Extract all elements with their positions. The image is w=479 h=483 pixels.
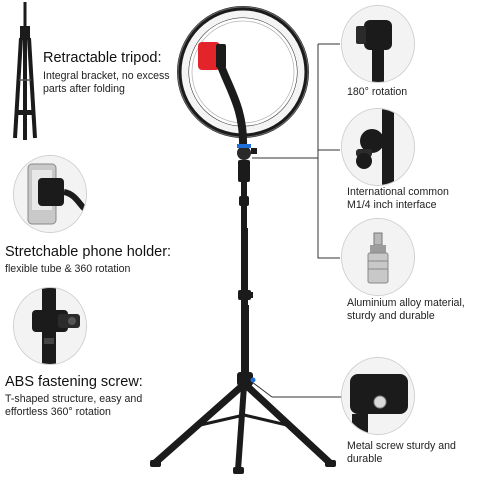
tripod-feet — [150, 460, 336, 474]
phone-clip — [198, 42, 226, 70]
tripod-title: Retractable tripod: — [43, 50, 162, 66]
fastening-screw-title: ABS fastening screw: — [5, 374, 143, 390]
alloy-desc: Aluminium alloy material, sturdy and dur… — [347, 297, 465, 322]
telescopic-pole — [237, 180, 256, 386]
folded-tripod-image — [13, 2, 37, 140]
metal-screw-detail-image — [341, 357, 415, 435]
ball-head — [237, 144, 257, 182]
leader-lines — [251, 43, 342, 398]
alloy-detail-image — [341, 218, 415, 296]
interface-desc: International common M1/4 inch interface — [347, 186, 449, 211]
metal-screw-desc: Metal screw sturdy and durable — [347, 440, 456, 465]
tripod-legs — [151, 382, 334, 473]
leader-line-rotation — [317, 44, 340, 259]
phone-holder-detail-image — [13, 155, 87, 233]
rotation-detail-image — [341, 5, 415, 83]
interface-detail-image — [341, 108, 415, 186]
tripod-desc: Integral bracket, no excess parts after … — [43, 70, 170, 95]
fastening-screw-desc: T-shaped structure, easy and effortless … — [5, 393, 143, 418]
rotation-desc: 180° rotation — [347, 86, 408, 98]
gooseneck-tube — [217, 62, 248, 150]
phone-holder-title: Stretchable phone holder: — [5, 244, 172, 260]
phone-holder-desc: flexible tube & 360 rotation — [5, 263, 131, 275]
fastening-screw-detail-image — [13, 287, 87, 365]
